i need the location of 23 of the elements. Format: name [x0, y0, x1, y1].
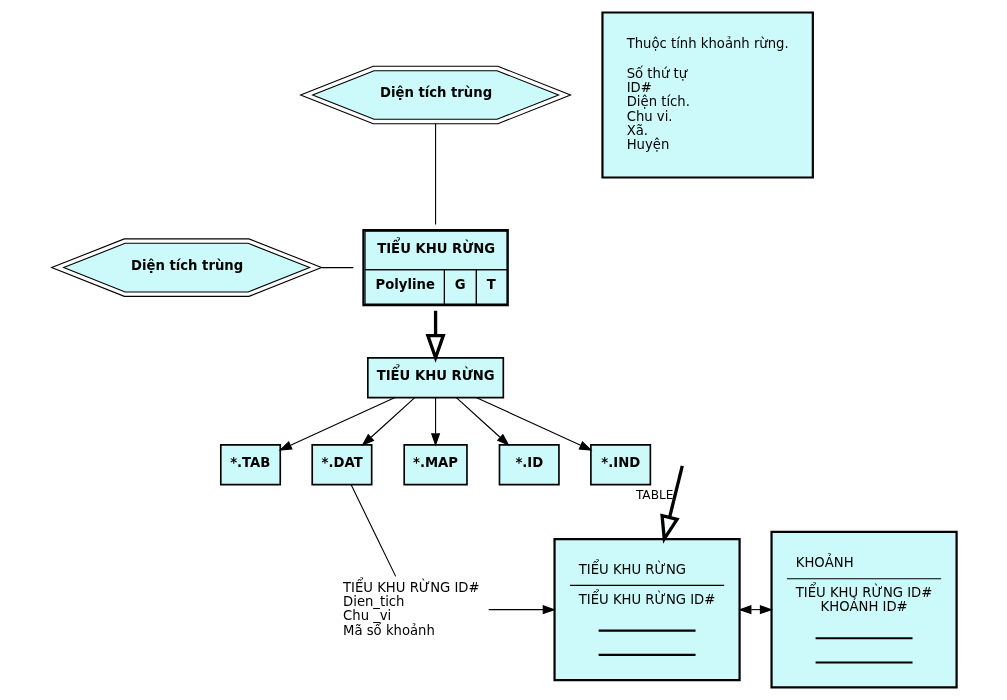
node-box: *.DAT — [310, 444, 372, 486]
node-box: KHOẢNH TIỂU KHU RỪNG ID# KHOẢNH ID# — [769, 530, 958, 689]
node-box: TIỂU KHU RỪNG — [366, 357, 504, 399]
arrow — [430, 397, 440, 447]
arrow — [455, 397, 510, 447]
connector — [434, 123, 436, 225]
edge-label: TABLE — [635, 487, 673, 502]
connector — [320, 267, 354, 269]
node-box: *.TAB — [219, 444, 281, 486]
connector — [350, 484, 396, 577]
arrow — [425, 310, 446, 363]
node-box: TIỂU KHU RỪNG TIỂU KHU RỪNG ID# — [552, 538, 741, 682]
arrow — [737, 605, 773, 615]
arrow — [475, 397, 592, 451]
node-box: Thuộc tính khoảnh rừng. Số thứ tự ID# Diện tích. Chu vi. Xã. Huyện — [600, 11, 814, 179]
node-box: *.IND — [589, 444, 651, 486]
node-box: *.MAP — [402, 444, 468, 486]
node-text: TIỂU KHU RỪNG ID# Dien_tich Chu _vi Mã số khoảnh — [342, 579, 480, 638]
arrow — [487, 605, 556, 615]
arrow — [278, 397, 395, 451]
node-box: *.ID — [498, 444, 560, 486]
arrow — [360, 397, 415, 447]
arrow — [659, 465, 684, 544]
